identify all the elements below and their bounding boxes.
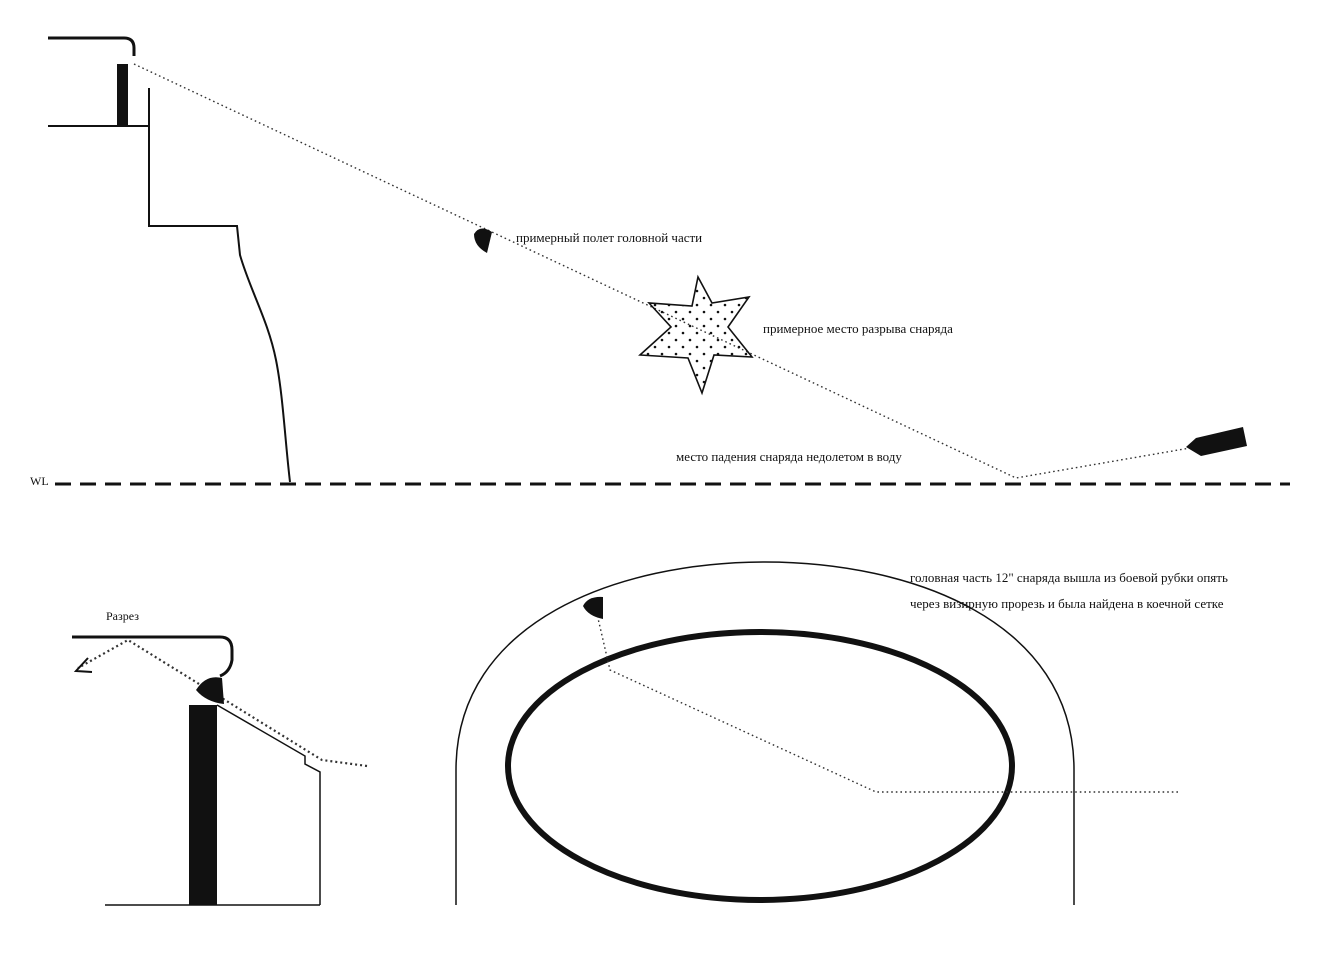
conning-tower-armor: [117, 64, 128, 126]
section-armor: [189, 705, 217, 905]
head-flight-label: примерный полет головной части: [516, 230, 702, 245]
section-wall: [216, 704, 321, 905]
burst-star-icon: [638, 274, 754, 396]
hull-profile: [148, 88, 291, 483]
shell-icon: [1186, 427, 1247, 456]
head-found-label-line1: головная часть 12" снаряда вышла из боев…: [910, 570, 1228, 585]
section-shell-head-icon: [196, 677, 224, 704]
waterline-label: WL: [30, 474, 49, 488]
section-roof: [72, 635, 234, 678]
shell-head-icon: [474, 228, 492, 253]
conning-tower-ellipse: [505, 629, 1015, 903]
section-label: Разрез: [106, 609, 139, 623]
shell-trajectory-line: [133, 63, 1191, 479]
burst-place-label: примерное место разрыва снаряда: [763, 321, 953, 336]
side-view: WL примерный полет головной части пример…: [30, 36, 1290, 488]
plan-shell-head-icon: [583, 596, 603, 619]
head-found-label-line2: через визирную прорезь и была найдена в …: [910, 596, 1224, 611]
arrow-head-icon: [73, 657, 93, 673]
plan-view: головная часть 12" снаряда вышла из боев…: [455, 561, 1228, 905]
water-impact-label: место падения снаряда недолетом в воду: [676, 449, 902, 464]
section-view: Разрез: [72, 609, 368, 906]
conning-tower-roof: [48, 36, 136, 56]
tower-outline: [455, 561, 1075, 905]
